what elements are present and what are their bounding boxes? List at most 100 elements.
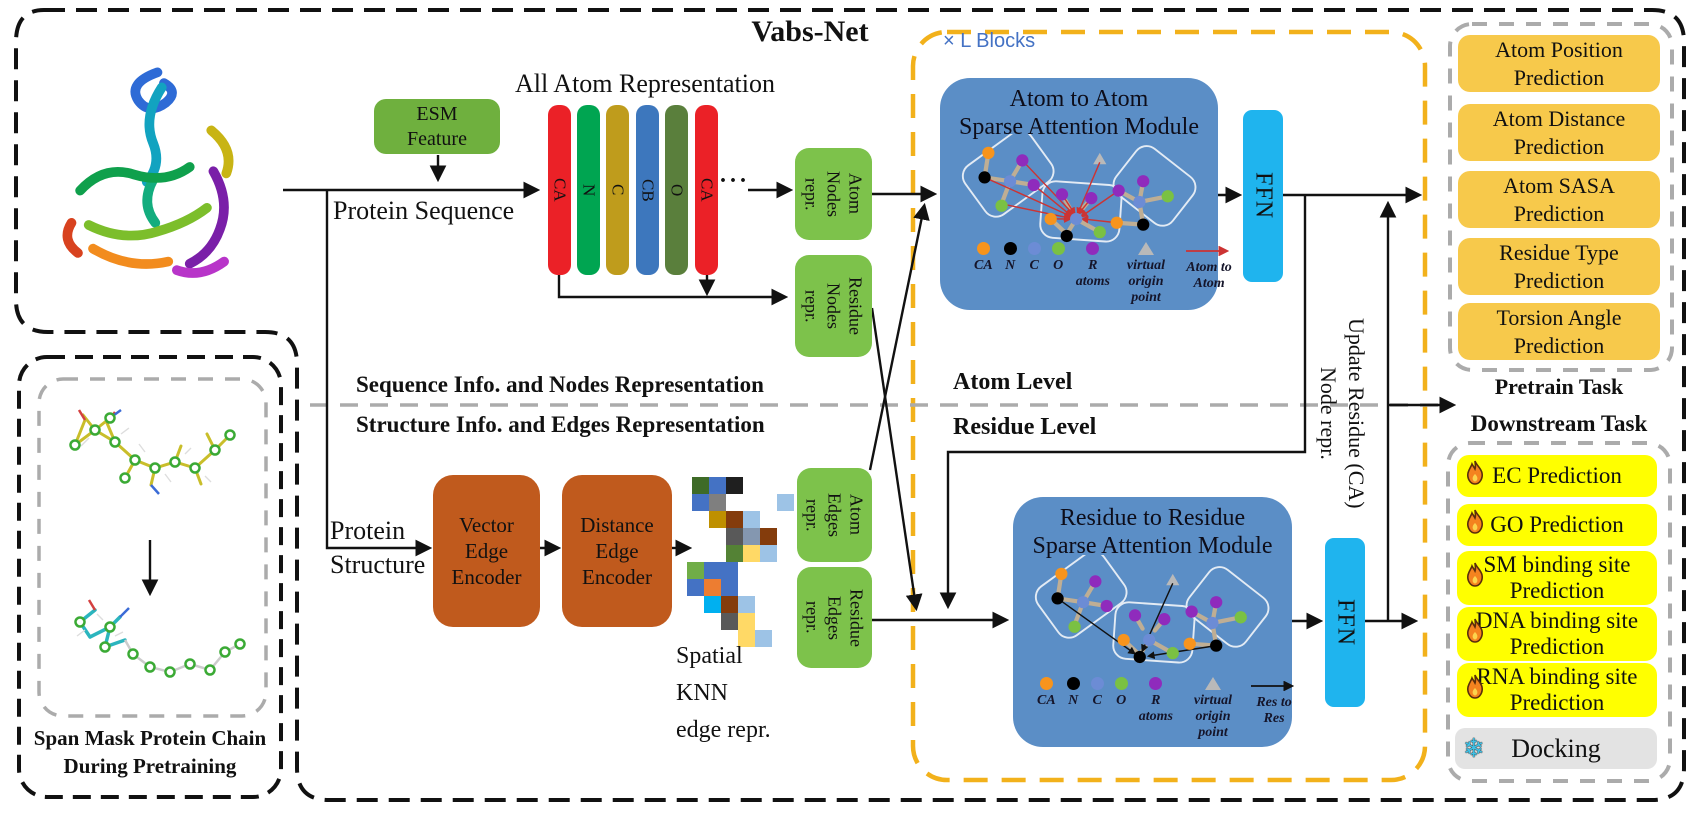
residue-nodes-repr-box: Residue Nodes repr. — [795, 255, 872, 357]
grid-cell — [709, 528, 726, 545]
legend-item: O — [1114, 677, 1128, 709]
snowflake-icon: ❄ — [1463, 733, 1485, 764]
r-atoms-dot — [1086, 242, 1100, 255]
atom-bar-label: C — [608, 184, 628, 196]
grid-cell — [709, 511, 726, 528]
atom-to-atom-arrow-icon — [1186, 246, 1230, 256]
residue-edges-repr-box: Residue Edges repr. — [797, 567, 872, 668]
fire-icon — [1465, 460, 1485, 492]
grid-cell — [760, 477, 777, 494]
grid-cell — [755, 579, 772, 596]
grid-cell — [755, 630, 772, 647]
downstream-task-docking: ❄ Docking — [1455, 728, 1657, 769]
fire-icon — [1465, 674, 1485, 706]
residue-level-label: Residue Level — [953, 414, 1097, 440]
protein-sequence-label: Protein Sequence — [333, 196, 515, 225]
legend-label: O — [1116, 693, 1127, 708]
pretrain-task-residue-type: Residue Type Prediction — [1458, 238, 1660, 295]
legend-item: R atoms — [1076, 242, 1110, 290]
task-label: Docking — [1511, 733, 1601, 763]
grid-cell — [738, 579, 755, 596]
atom-level-label: Atom Level — [953, 369, 1073, 395]
grid-cell — [760, 511, 777, 528]
grid-cell — [704, 562, 721, 579]
atom-bar-ca-1: CA — [548, 105, 571, 275]
update-residue-note: Update Residue (CA) Node repr. — [1316, 317, 1369, 509]
atom-nodes-repr-box: Atom Nodes repr. — [795, 148, 872, 240]
grid-cell — [721, 596, 738, 613]
atom-attention-module: Atom to Atom Sparse Attention Module — [940, 78, 1232, 310]
atom-bar-ca-2: CA — [695, 105, 718, 275]
grid-cell — [687, 596, 704, 613]
downstream-task-sm-binding: SM binding site Prediction — [1457, 551, 1657, 605]
legend-label: virtual origin point — [1193, 693, 1233, 740]
o-node-dot — [1114, 677, 1128, 690]
atom-bar-label: CB — [638, 178, 658, 202]
downstream-task-go: GO Prediction — [1457, 504, 1657, 546]
grid-cell — [738, 562, 755, 579]
legend-item: virtual origin point — [1127, 242, 1165, 306]
protein-structure-label: Protein Structure — [330, 516, 426, 579]
virtual-origin-triangle — [1093, 152, 1107, 165]
grid-cell — [709, 477, 726, 494]
residue-graph-nodes — [1051, 567, 1247, 664]
all-atom-representation-title: All Atom Representation — [515, 69, 775, 98]
atom-edges-repr-label: Atom Edges repr. — [802, 493, 867, 537]
residue-edge-feature-grid — [687, 562, 772, 647]
esm-feature-box: ESM Feature — [374, 99, 500, 154]
residue-nodes-repr-label: Residue Nodes repr. — [801, 277, 866, 335]
l-blocks-label: × L Blocks — [943, 30, 1036, 52]
atom-edge-feature-grid — [692, 477, 794, 562]
task-label: EC Prediction — [1492, 463, 1622, 488]
task-label: DNA binding site Prediction — [1475, 608, 1639, 659]
grid-cell — [755, 562, 772, 579]
legend-item: virtual origin point — [1194, 677, 1232, 741]
grid-cell — [755, 613, 772, 630]
pretrain-task-label: Pretrain Task — [1494, 374, 1624, 399]
legend-label: C — [1029, 258, 1039, 273]
grid-cell — [687, 613, 704, 630]
downstream-task-rna-binding: RNA binding site Prediction — [1457, 663, 1657, 717]
grid-cell — [687, 562, 704, 579]
grid-cell — [738, 630, 755, 647]
n-node-dot — [1066, 677, 1080, 690]
grid-cell — [726, 494, 743, 511]
virtual-origin-triangle-icon — [1137, 242, 1154, 255]
pretrain-task-atom-sasa: Atom SASA Prediction — [1458, 171, 1660, 228]
grid-cell — [743, 528, 760, 545]
atom-bar-cb: CB — [636, 105, 659, 275]
fire-icon — [1465, 562, 1485, 594]
grid-cell — [726, 545, 743, 562]
sequence-info-label: Sequence Info. and Nodes Representation — [356, 372, 764, 397]
grid-cell — [743, 545, 760, 562]
grid-cell — [743, 511, 760, 528]
grid-cell — [692, 528, 709, 545]
grid-cell — [755, 596, 772, 613]
downstream-task-dna-binding: DNA binding site Prediction — [1457, 607, 1657, 661]
legend-label: CA — [1037, 693, 1056, 708]
downstream-task-ec: EC Prediction — [1457, 455, 1657, 497]
residue-edges-repr-label: Residue Edges repr. — [802, 588, 867, 647]
grid-cell — [704, 613, 721, 630]
legend-item: R atoms — [1139, 677, 1173, 725]
grid-cell — [709, 494, 726, 511]
spatial-knn-label: Spatial KNN edge repr. — [676, 643, 771, 743]
c-node-dot — [1090, 677, 1104, 690]
grid-cell — [743, 494, 760, 511]
fire-icon — [1465, 618, 1485, 650]
atom-legend: CA N C O R atoms virtual origin point At… — [974, 242, 1234, 306]
grid-cell — [687, 579, 704, 596]
residue-module-title: Residue to Residue Sparse Attention Modu… — [1032, 505, 1273, 559]
atom-module-title: Atom to Atom Sparse Attention Module — [959, 86, 1199, 140]
atom-bar-o: O — [665, 105, 688, 275]
atom-to-atom-attention-arrows — [984, 159, 1120, 224]
downstream-container-border — [1446, 441, 1672, 783]
downstream-task-label: Downstream Task — [1470, 411, 1648, 436]
legend-item: N — [1066, 677, 1080, 709]
atom-bar-label: CA — [697, 178, 717, 202]
grid-cell — [777, 494, 794, 511]
main-dashed-border — [14, 8, 1686, 802]
ca-node-dot — [976, 242, 990, 255]
legend-label: R atoms — [1138, 693, 1173, 724]
